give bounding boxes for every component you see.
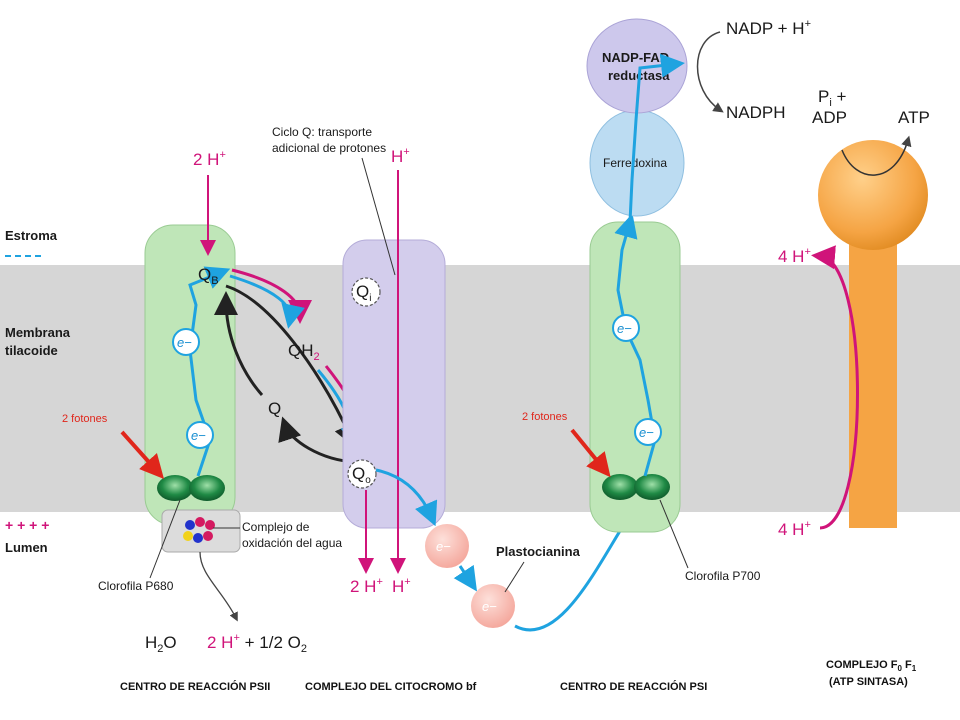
- psi-caption: CENTRO DE REACCIÓN PSI: [560, 680, 707, 693]
- water-label: H2O: [145, 633, 177, 655]
- psii-electron-1: [172, 328, 200, 356]
- nadp-in-label: NADP + H+: [726, 18, 811, 38]
- water-complex-label-2: oxidación del agua: [242, 536, 342, 550]
- psi-electron-1: [612, 314, 640, 342]
- qcycle-label-2: adicional de protones: [272, 141, 386, 155]
- qi-label: Qi: [356, 282, 371, 304]
- p680-chlorophyll-right: [189, 475, 225, 501]
- qo-to-plastocyanin: [375, 468, 438, 527]
- cyt-bottom-2h: 2 H+: [350, 576, 383, 596]
- water-complex-label-1: Complejo de: [242, 520, 310, 534]
- thylakoid-membrane: [0, 265, 960, 512]
- psii-electron-2-label: e−: [191, 428, 206, 443]
- atp-proton-flow: [811, 245, 859, 530]
- p700-chlorophyll-left: [602, 474, 638, 500]
- nadp-reaction-arrow: [696, 31, 724, 113]
- p700-chlorophyll-right: [634, 474, 670, 500]
- psii-top-protons: 2 H+: [193, 149, 226, 169]
- qo-site: [347, 459, 377, 489]
- plastocyanin-pointer: [504, 561, 525, 593]
- plastocyanin-e1-label: e−: [436, 539, 451, 554]
- psii-photons-label: 2 fotones: [62, 413, 108, 425]
- p700-pointer: [659, 499, 689, 569]
- cytochrome-caption: COMPLEJO DEL CITOCROMO bf: [305, 681, 477, 693]
- atp-synthase-head: [818, 140, 928, 250]
- psii-electron-1-label: e−: [177, 335, 192, 350]
- qcycle-blue: [229, 274, 305, 329]
- psii-photon-arrow: [120, 430, 165, 479]
- p680-label: Clorofila P680: [98, 579, 174, 593]
- atp-synthase-arc-arrow: [841, 135, 912, 176]
- atp-label: ATP: [898, 108, 930, 127]
- p680-chlorophyll-left: [157, 475, 193, 501]
- adp-label: ADP: [812, 108, 847, 127]
- nadph-label: NADPH: [726, 103, 786, 122]
- qh2-label: QH2: [288, 341, 320, 363]
- atp-bottom-protons: 4 H+: [778, 519, 811, 539]
- water-oxidizing-cluster: [183, 517, 215, 543]
- atp-caption-1: COMPLEJO F0 F1: [826, 659, 917, 673]
- psi-electron-2: [634, 418, 662, 446]
- cyt-top-proton: H+: [391, 146, 410, 166]
- qcycle-pointer: [361, 157, 396, 276]
- lumen-charge: + + + +: [5, 517, 49, 533]
- qi-site: [351, 277, 381, 307]
- plastocyanin-step: [453, 564, 477, 592]
- pi-label: Pi +: [818, 87, 847, 109]
- p680-pointer: [149, 499, 181, 579]
- psi-electron-2-label: e−: [639, 425, 654, 440]
- plastocyanin-e2: [471, 584, 515, 628]
- psi-photon-arrow: [570, 428, 611, 478]
- atp-top-protons: 4 H+: [778, 246, 811, 266]
- q-label: Q: [268, 399, 281, 418]
- qb-label: QB: [198, 265, 219, 287]
- qcycle-label-1: Ciclo Q: transporte: [272, 125, 372, 139]
- plastocyanin-e2-label: e−: [482, 599, 497, 614]
- plastocyanin-e1: [425, 524, 469, 568]
- qo-label: Qo: [352, 464, 371, 486]
- psi-photons-label: 2 fotones: [522, 411, 568, 423]
- plastocyanin-label: Plastocianina: [496, 544, 581, 559]
- psi-complex: e− e−: [589, 213, 681, 533]
- ferredoxin-electron-path: [628, 53, 685, 223]
- p700-label: Clorofila P700: [685, 569, 761, 583]
- water-split-arrow: [199, 551, 238, 622]
- psii-electron-2: [186, 421, 214, 449]
- water-products-label: 2 H+ + 1/2 O2: [207, 632, 307, 655]
- ferredoxin-label: Ferredoxina: [603, 156, 667, 170]
- qcycle-black-forward: [225, 284, 357, 449]
- cytochrome-complex: [342, 239, 446, 529]
- membrane-label-2: tilacoide: [5, 343, 58, 358]
- qcycle-black-up: [214, 291, 264, 396]
- psii-caption: CENTRO DE REACCIÓN PSII: [120, 680, 270, 693]
- cyt-bottom-h: H+: [392, 576, 411, 596]
- psii-complex: e− e− QB: [144, 224, 241, 553]
- lumen-label: Lumen: [5, 540, 48, 555]
- membrane-label-1: Membrana: [5, 325, 71, 340]
- psi-electron-1-label: e−: [617, 321, 632, 336]
- stroma-label: Estroma: [5, 228, 58, 243]
- atp-caption-2: (ATP SINTASA): [829, 676, 908, 688]
- reductase-label-1: NADP-FAD: [602, 50, 669, 65]
